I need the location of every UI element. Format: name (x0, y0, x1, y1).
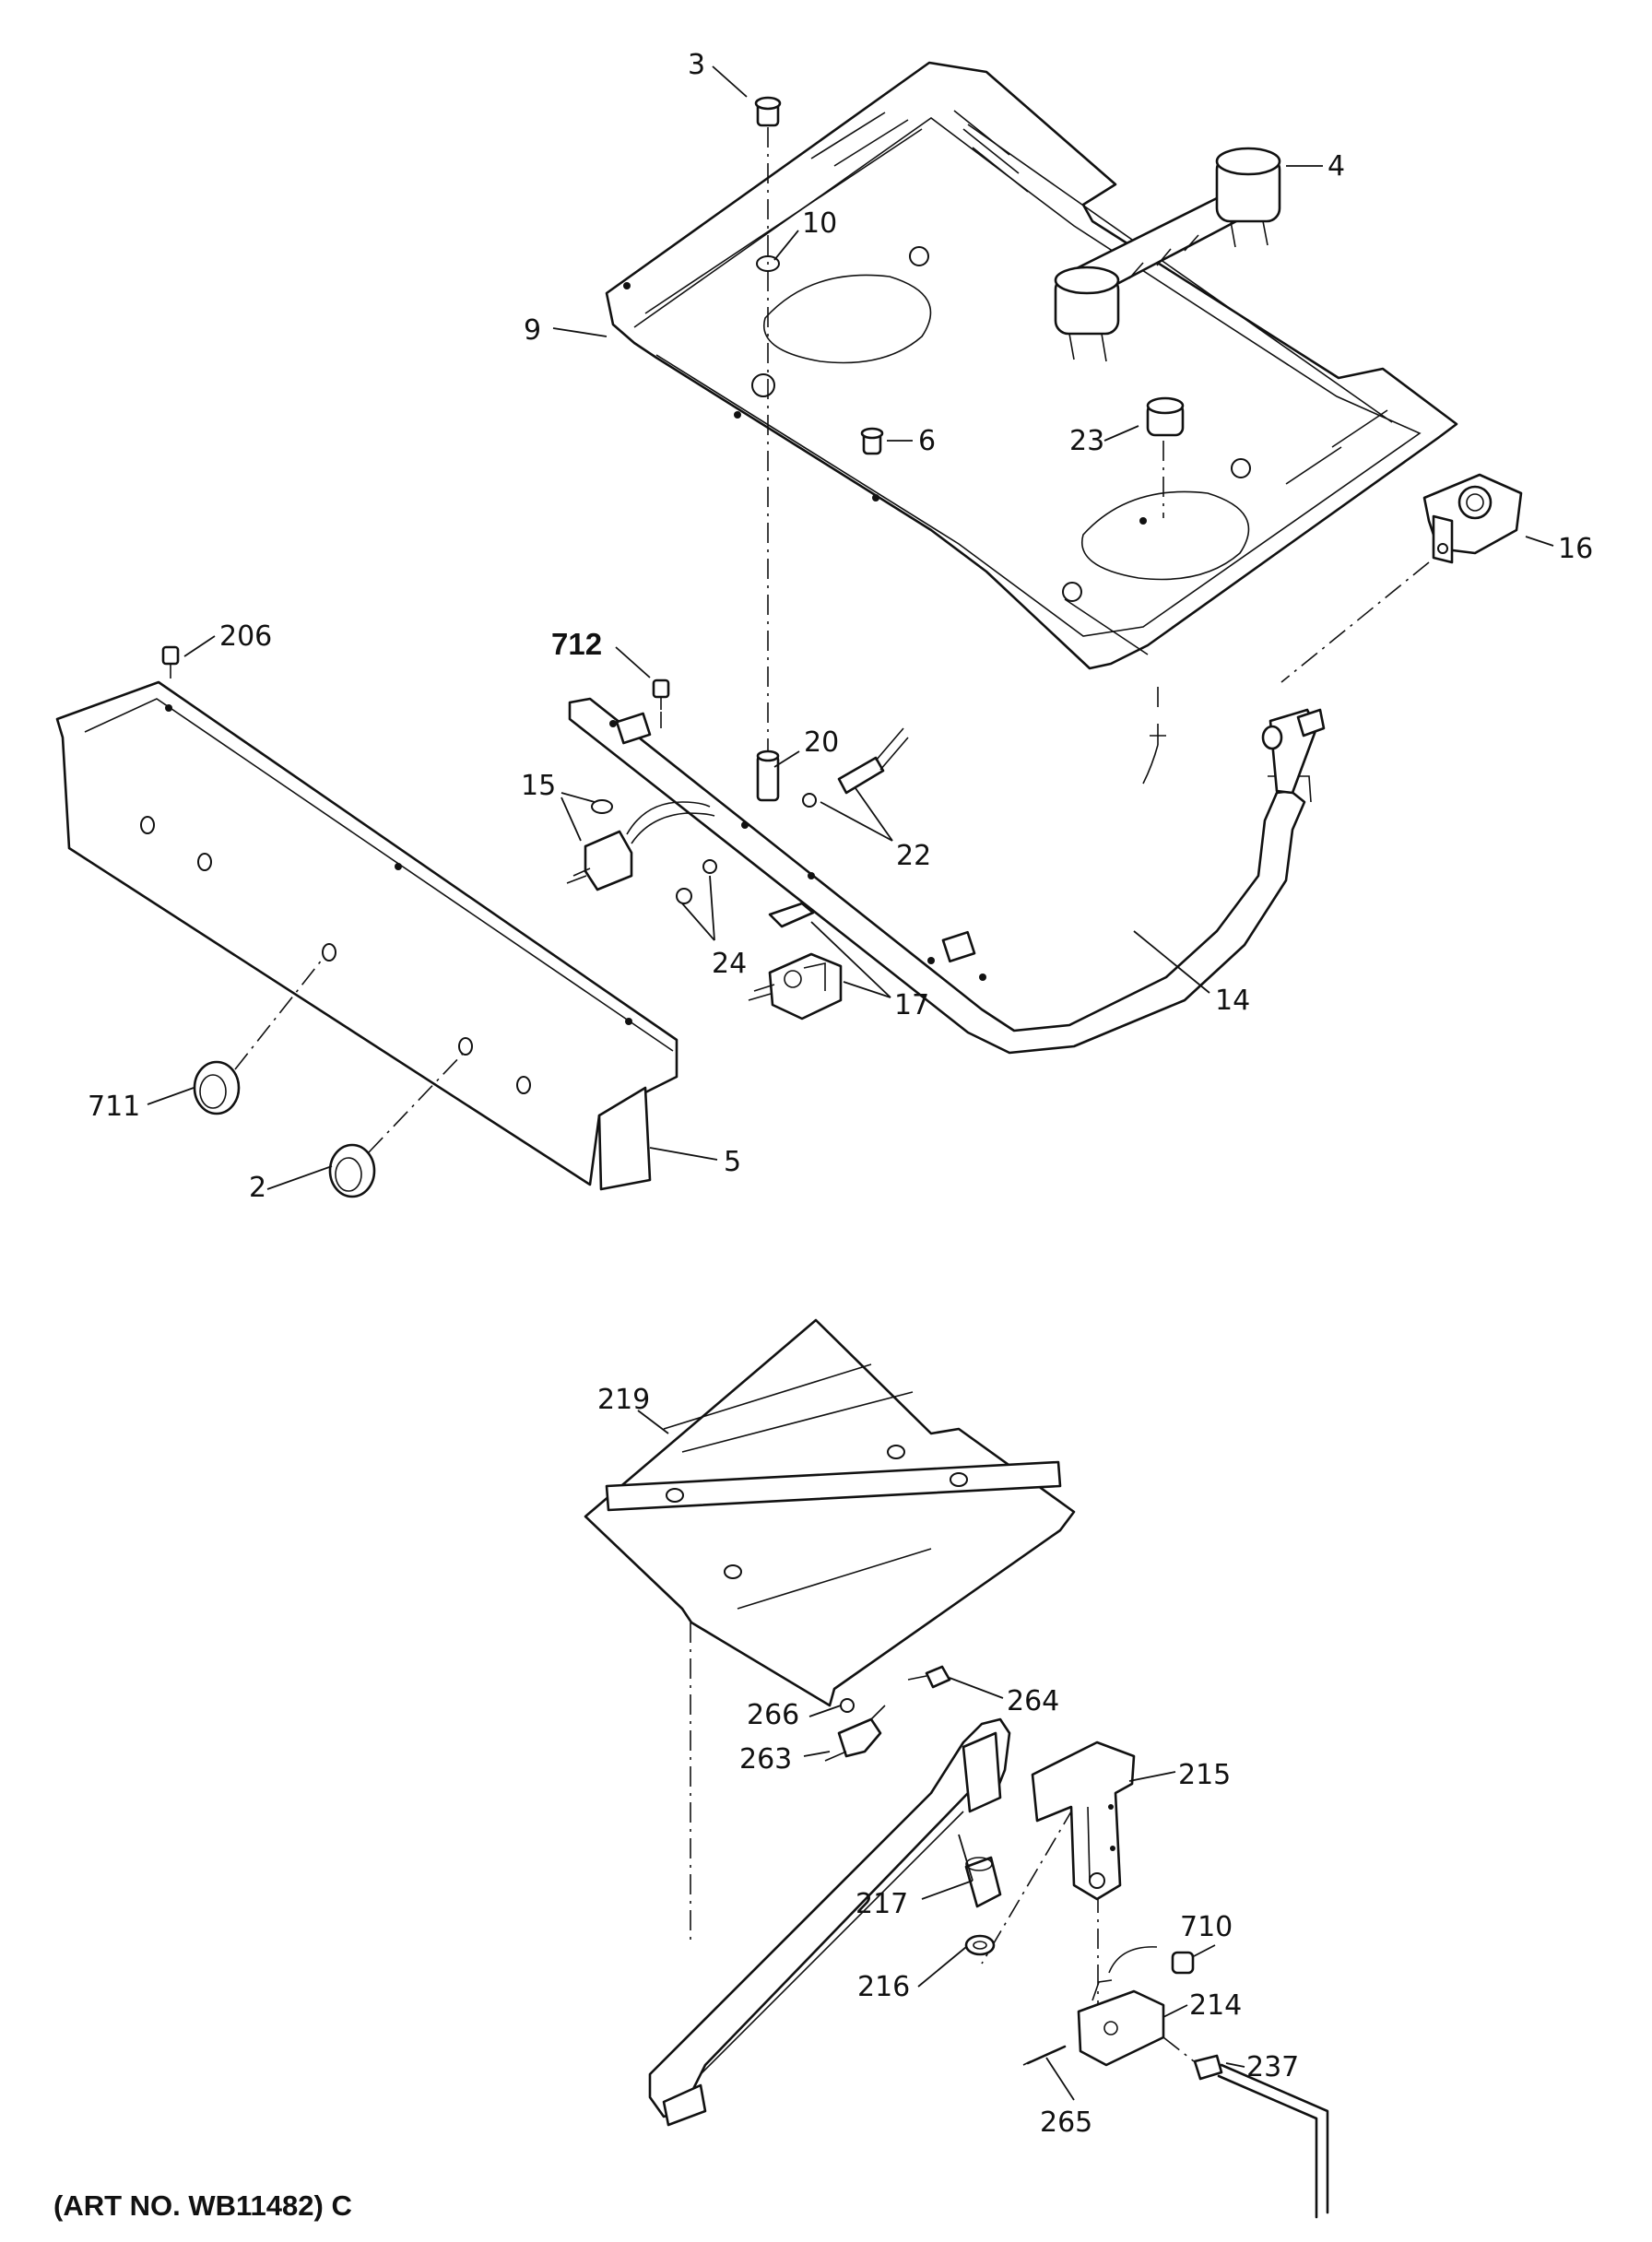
bracket-215 (1031, 1740, 1136, 1901)
manifold-pipe-14 (568, 697, 1326, 1055)
label-263: 263 (739, 1743, 792, 1776)
pipe-237 (1162, 2036, 1329, 2219)
valve-17 (748, 902, 843, 1021)
label-5: 5 (724, 1146, 741, 1178)
part-labels: 3 4 10 9 6 23 16 206 712 20 15 22 24 17 … (88, 49, 1593, 2139)
label-206: 206 (219, 620, 272, 653)
orifice-20 (756, 749, 780, 802)
label-14: 14 (1215, 985, 1250, 1017)
leader-lines (147, 65, 1554, 2101)
valve-214 (1077, 1946, 1165, 2067)
label-216: 216 (857, 1971, 910, 2003)
cap-710 (1171, 1951, 1195, 1975)
label-17: 17 (894, 989, 929, 1021)
knob-2 (328, 1143, 376, 1198)
label-16: 16 (1558, 533, 1593, 565)
label-10: 10 (802, 207, 837, 240)
label-6: 6 (918, 425, 936, 457)
label-266: 266 (747, 1699, 799, 1731)
screw-206 (161, 645, 180, 678)
label-2: 2 (249, 1172, 266, 1204)
screw-3 (754, 96, 782, 127)
baffle-219 (584, 1318, 1076, 1707)
label-215: 215 (1178, 1759, 1231, 1791)
label-24: 24 (712, 948, 747, 980)
screw-265 (1022, 2045, 1067, 2066)
nut-266 (840, 1698, 855, 1713)
label-214: 214 (1189, 1989, 1242, 2022)
label-15: 15 (521, 770, 556, 802)
sleeve-217 (964, 1856, 1002, 1908)
nut-216 (964, 1934, 996, 1956)
label-217: 217 (856, 1888, 908, 1920)
label-219: 219 (597, 1384, 650, 1416)
art-number-caption: (ART NO. WB11482) C (53, 2189, 352, 2222)
cap-23 (1146, 396, 1185, 437)
igniter-assembly (1054, 147, 1281, 362)
electrode-22 (802, 727, 909, 808)
knob-711 (193, 1060, 241, 1115)
burner-box-pan (605, 61, 1458, 670)
fitting-264 (907, 1665, 951, 1689)
label-264: 264 (1007, 1685, 1059, 1717)
screw-712 (652, 678, 670, 710)
oven-burner-tube (648, 1717, 1011, 2127)
label-237: 237 (1246, 2051, 1299, 2083)
screw-24 (676, 859, 717, 904)
label-712: 712 (551, 627, 602, 661)
label-22: 22 (896, 840, 931, 872)
igniter-263 (824, 1705, 886, 1762)
control-panel-5 (55, 680, 678, 1191)
valve-15 (566, 799, 715, 891)
screw-6 (860, 427, 884, 455)
label-4: 4 (1328, 150, 1345, 183)
label-3: 3 (688, 49, 705, 81)
label-20: 20 (804, 726, 839, 759)
label-265: 265 (1040, 2106, 1092, 2139)
label-23: 23 (1069, 425, 1104, 457)
bracket-16 (1422, 473, 1523, 564)
label-710: 710 (1180, 1911, 1233, 1943)
label-9: 9 (524, 314, 541, 347)
label-711: 711 (88, 1091, 140, 1123)
